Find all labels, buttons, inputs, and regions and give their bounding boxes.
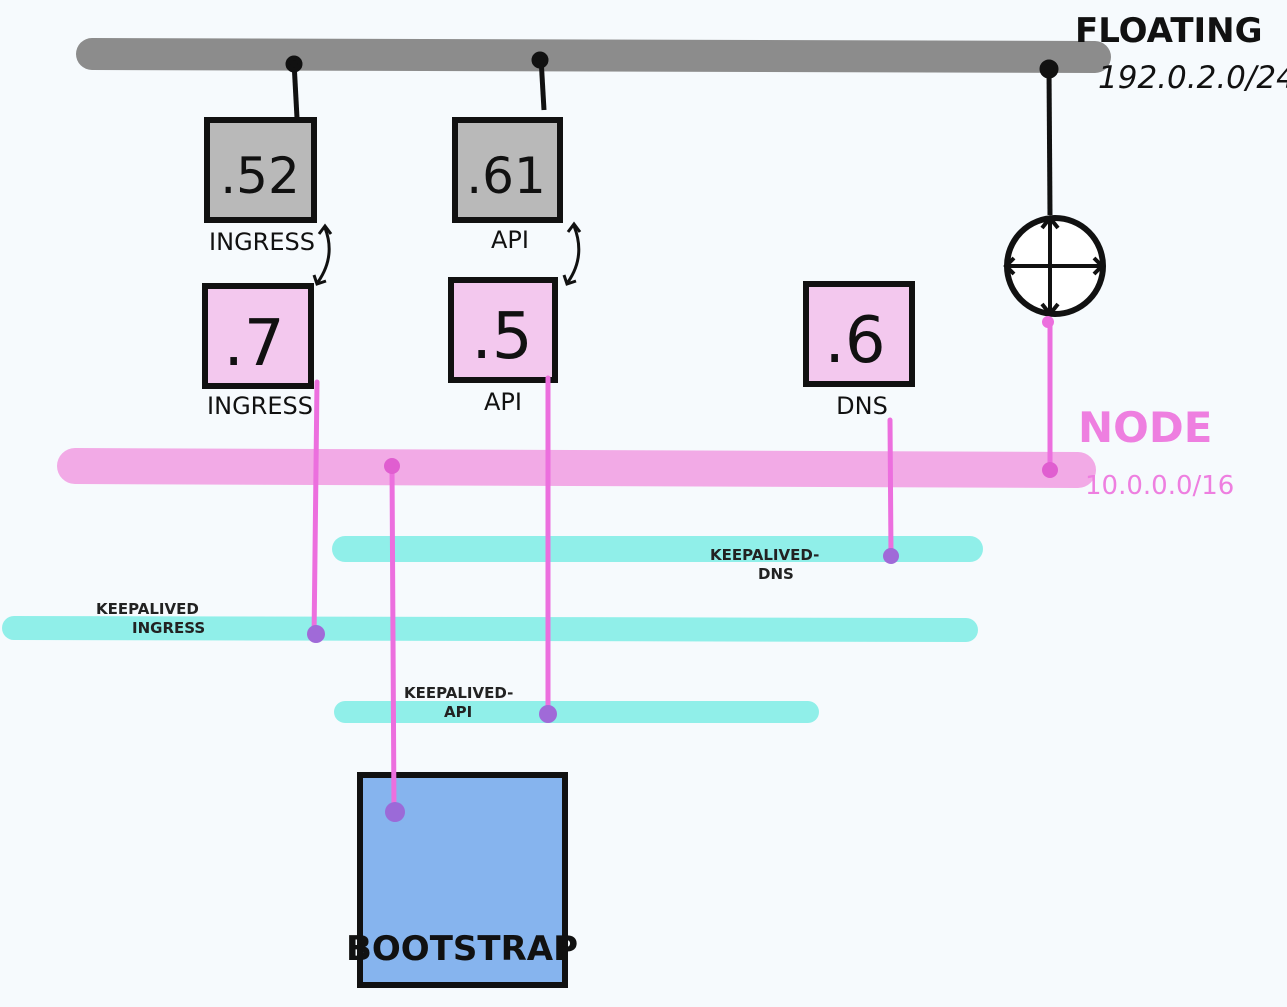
floating-ip-address-ingress: .52	[220, 147, 300, 205]
keepalived-ingress-line	[2, 616, 978, 642]
floating-ip-label-api: API	[491, 226, 529, 254]
keepalived-ingress-label-line1: KEEPALIVED	[96, 600, 199, 618]
floating-ip-box-ingress: .52	[204, 117, 317, 223]
node-ip-box-ingress: .7	[202, 283, 314, 389]
connector-endpoints	[307, 316, 1058, 822]
node-network-cidr: 10.0.0.0/16	[1085, 471, 1234, 501]
keepalived-ingress-label-line2: INGRESS	[132, 619, 205, 637]
node-ip-box-api: .5	[448, 277, 558, 383]
keepalived-api-label-line1: KEEPALIVED-	[404, 684, 513, 702]
node-network-bar	[57, 448, 1096, 488]
floating-ip-box-api: .61	[452, 117, 563, 223]
node-ip-label-api: API	[484, 388, 522, 416]
bootstrap-box: BOOTSTRAP	[346, 772, 578, 988]
floating-network-bar	[76, 38, 1111, 73]
node-ip-label-dns: DNS	[836, 392, 888, 420]
floating-network-name: FLOATING	[1075, 11, 1263, 51]
floating-connectors	[285, 51, 1059, 216]
failover-arrow-api	[562, 221, 582, 286]
keepalived-dns-label-line2: DNS	[758, 565, 794, 583]
node-ip-label-ingress: INGRESS	[207, 392, 313, 420]
failover-arrow-ingress	[312, 223, 333, 286]
keepalived-dns-label-line1: KEEPALIVED-	[710, 546, 819, 564]
floating-ip-address-api: .61	[466, 147, 546, 205]
node-network-name: NODE	[1078, 403, 1212, 452]
node-ip-address-api: .5	[471, 300, 532, 374]
node-ip-address-ingress: .7	[223, 307, 284, 381]
bootstrap-label: BOOTSTRAP	[346, 929, 578, 969]
node-ip-box-dns: .6	[803, 281, 915, 387]
floating-ip-label-ingress: INGRESS	[209, 228, 315, 256]
node-ip-address-dns: .6	[824, 304, 885, 378]
router-icon	[1003, 214, 1106, 318]
floating-network-cidr: 192.0.2.0/24	[1098, 60, 1287, 96]
node-connectors	[311, 317, 1053, 815]
keepalived-api-label-line2: API	[444, 703, 472, 721]
